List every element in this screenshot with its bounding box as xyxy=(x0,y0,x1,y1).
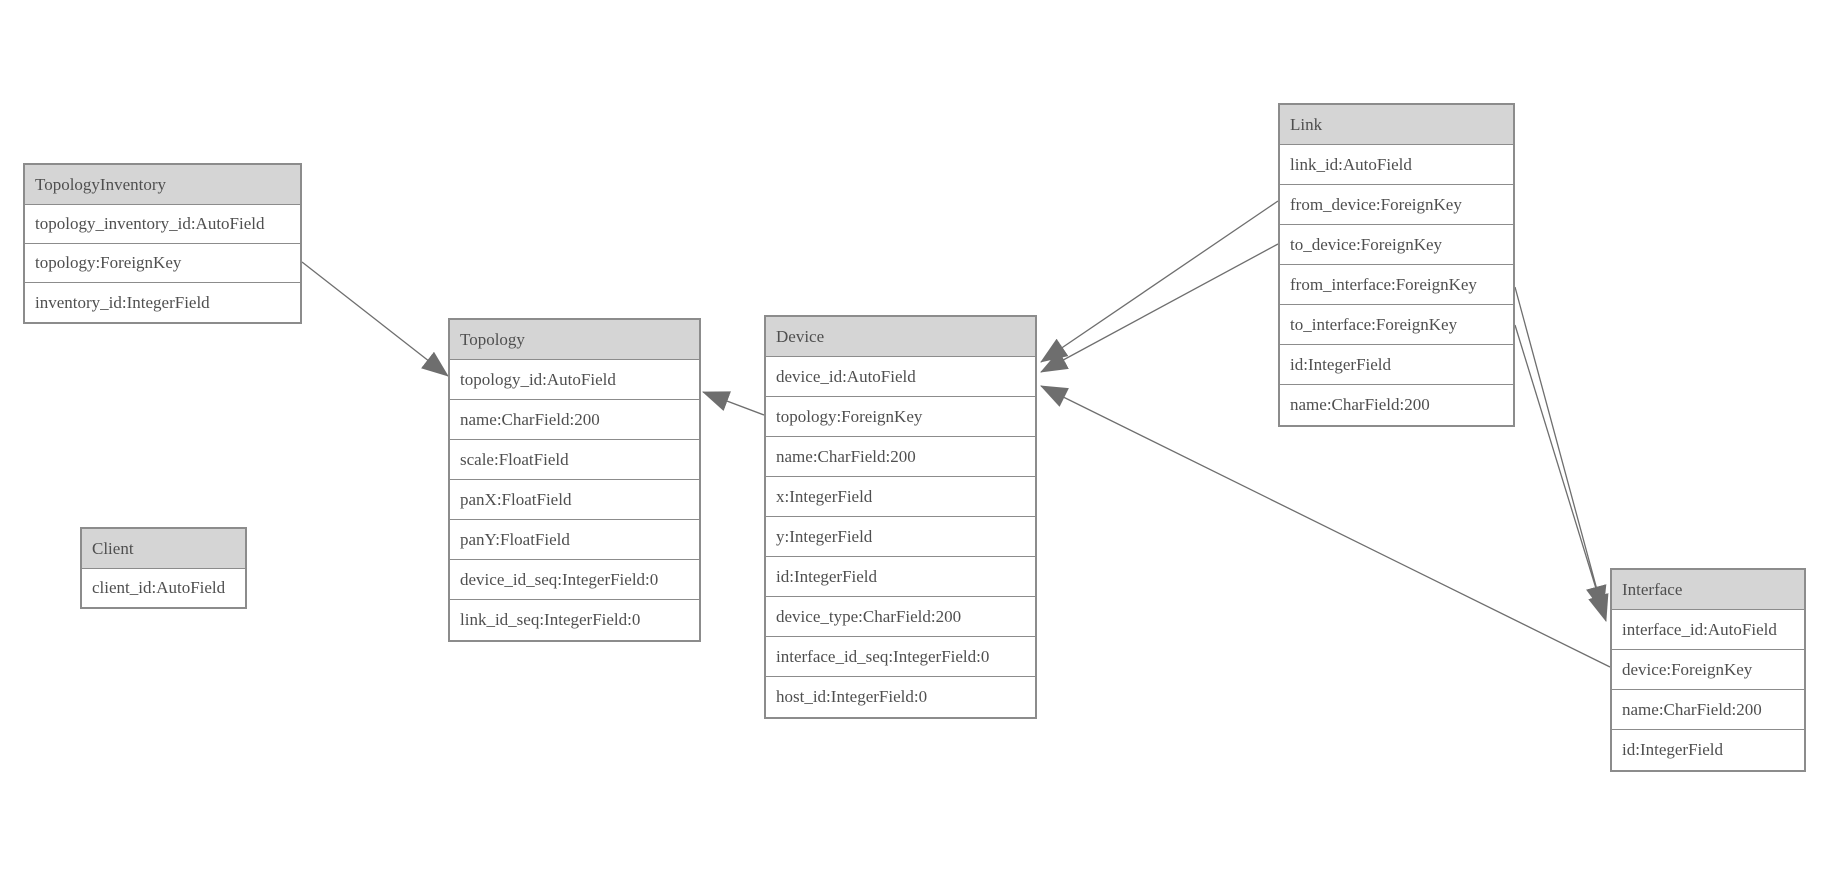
entity-field: device:ForeignKey xyxy=(1612,650,1804,690)
entity-field: link_id_seq:IntegerField:0 xyxy=(450,600,699,640)
entity-field: from_device:ForeignKey xyxy=(1280,185,1513,225)
entity-field: interface_id:AutoField xyxy=(1612,610,1804,650)
entity-field: panX:FloatField xyxy=(450,480,699,520)
entity-field: device_type:CharField:200 xyxy=(766,597,1035,637)
entity-field: name:CharField:200 xyxy=(1280,385,1513,425)
entity-field: panY:FloatField xyxy=(450,520,699,560)
entity-title-topology: Topology xyxy=(450,320,699,360)
entity-field: device_id:AutoField xyxy=(766,357,1035,397)
entity-field: topology:ForeignKey xyxy=(766,397,1035,437)
entity-title-link: Link xyxy=(1280,105,1513,145)
edge-link-from-device xyxy=(1040,200,1279,363)
edge-interface-device xyxy=(1040,385,1611,668)
entity-field: topology:ForeignKey xyxy=(25,244,300,283)
entity-field: id:IntegerField xyxy=(766,557,1035,597)
entity-field: scale:FloatField xyxy=(450,440,699,480)
entity-field: host_id:IntegerField:0 xyxy=(766,677,1035,717)
entity-field: inventory_id:IntegerField xyxy=(25,283,300,322)
entity-field: name:CharField:200 xyxy=(450,400,699,440)
entity-field: y:IntegerField xyxy=(766,517,1035,557)
entity-field: name:CharField:200 xyxy=(766,437,1035,477)
entity-field: to_device:ForeignKey xyxy=(1280,225,1513,265)
edge-topology-inventory-topology xyxy=(301,261,449,377)
edges xyxy=(301,200,1611,668)
entity-field: topology_inventory_id:AutoField xyxy=(25,205,300,244)
edge-link-from-interface xyxy=(1514,286,1607,613)
entity-field: link_id:AutoField xyxy=(1280,145,1513,185)
entity-title-device: Device xyxy=(766,317,1035,357)
entity-field: from_interface:ForeignKey xyxy=(1280,265,1513,305)
entity-field: interface_id_seq:IntegerField:0 xyxy=(766,637,1035,677)
entity-field: to_interface:ForeignKey xyxy=(1280,305,1513,345)
entity-field: x:IntegerField xyxy=(766,477,1035,517)
entity-field: name:CharField:200 xyxy=(1612,690,1804,730)
entity-title-topology-inventory: TopologyInventory xyxy=(25,165,300,205)
entity-field: id:IntegerField xyxy=(1280,345,1513,385)
entity-field: device_id_seq:IntegerField:0 xyxy=(450,560,699,600)
entity-title-client: Client xyxy=(82,529,245,569)
entity-title-interface: Interface xyxy=(1612,570,1804,610)
entity-field: client_id:AutoField xyxy=(82,569,245,607)
entity-field: topology_id:AutoField xyxy=(450,360,699,400)
edge-link-to-interface xyxy=(1514,324,1609,622)
edge-device-topology xyxy=(702,391,765,416)
entity-field: id:IntegerField xyxy=(1612,730,1804,770)
edge-link-to-device xyxy=(1040,243,1279,373)
